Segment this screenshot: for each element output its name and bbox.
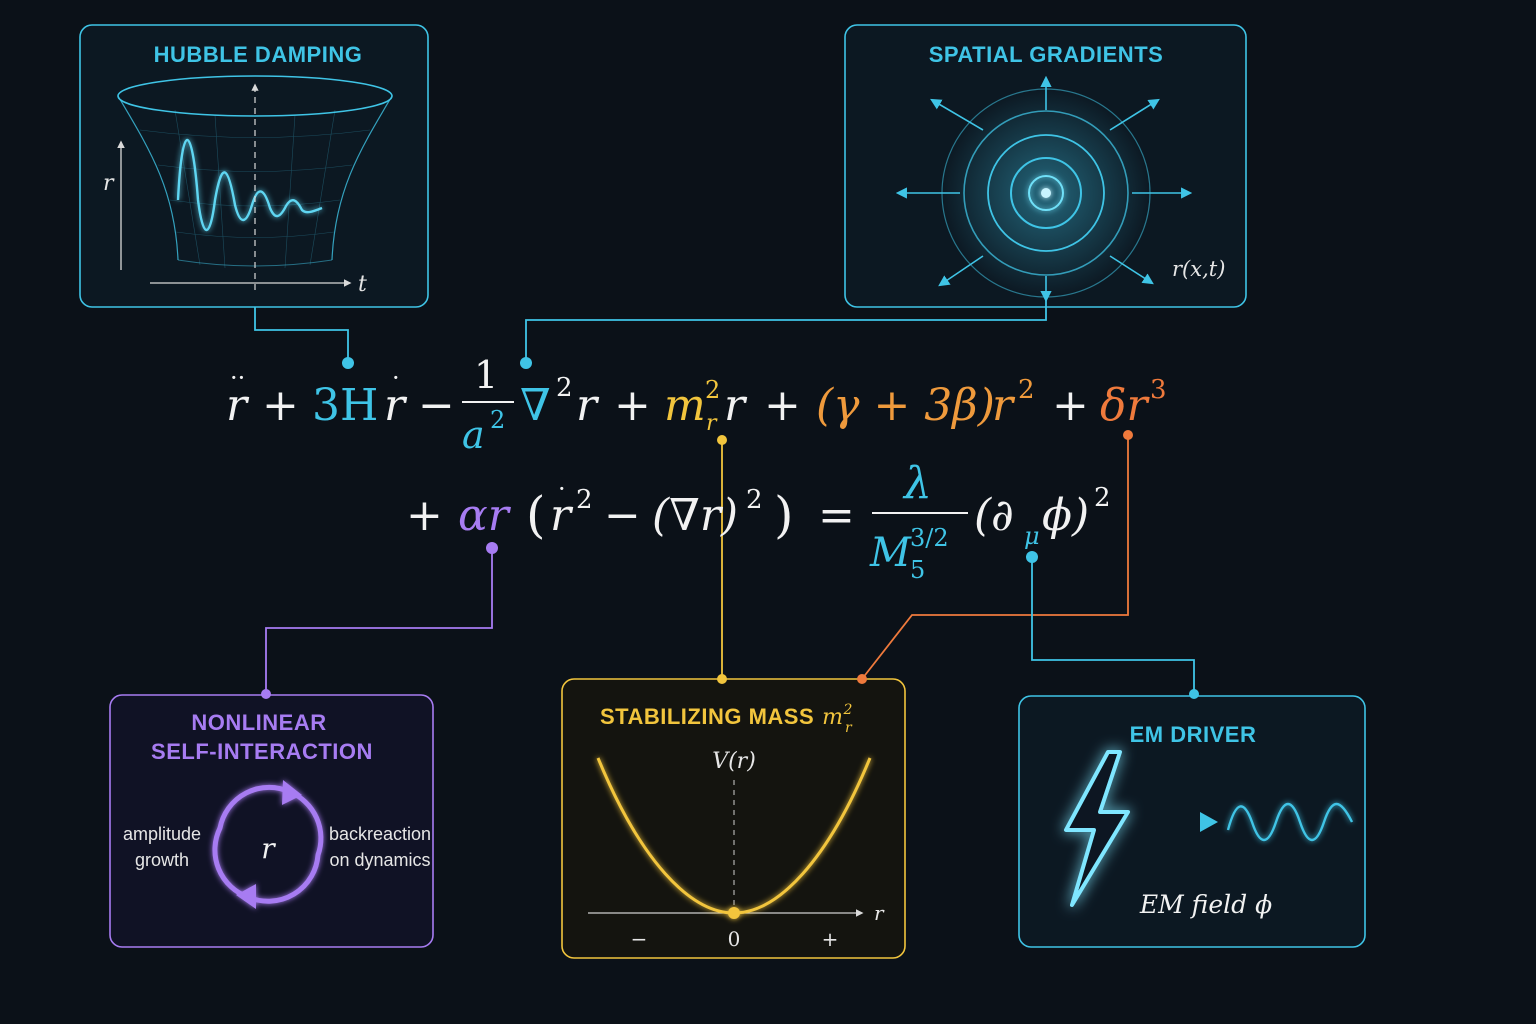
connector-delta [861,435,1129,680]
eq-rddot-dots: ·· [230,364,245,392]
equation-line-2: + αr ( r · 2 − (∇r) 2 ) = λ M 3/2 5 (∂ μ… [406,458,1111,584]
mass-tick-plus: + [822,927,839,951]
eq-rdot: r [384,380,408,431]
spatial-gradients-panel: SPATIAL GRADIENTS r(x,t) [844,24,1247,308]
mass-panel-frame [561,678,906,959]
eq2-M-sub: 5 [910,556,925,584]
eq2-rdot-exp: 2 [576,485,593,515]
eq2-source-phi: ϕ) [1042,490,1089,541]
eq2-equals: = [818,490,855,541]
equation-line-1: r ·· + 3H r · − 1 a 2 ∇ 2 r + m 2 r r + … [226,353,1167,457]
eq2-grad-exp: 2 [746,485,763,515]
eq2-M: M [869,530,912,576]
hubble-axis-r: r [103,171,115,196]
eq2-close-paren: ) [774,486,794,544]
eq-gamma-beta: (γ + 3β) [816,380,995,431]
eq-rdot-dot: · [392,364,400,392]
em-wave-icon [1226,802,1354,842]
hubble-panel-frame [79,24,429,308]
mass-tick-minus: − [631,927,648,951]
mass-tick-zero: 0 [728,927,741,951]
connector-hubble [254,307,349,363]
connector-spatial [525,300,1047,363]
em-arrow [1147,812,1218,832]
eq-hubble-term: 3H [312,380,378,431]
eq2-minus: − [604,490,641,541]
hubble-damping-panel: HUBBLE DAMPING r t [79,24,429,308]
eq-plus-4: + [1052,380,1089,431]
hubble-panel-title: HUBBLE DAMPING [154,42,363,67]
mass-title-text: STABILIZING MASS [600,704,814,729]
mass-panel-title: STABILIZING MASS m2 r [600,702,853,736]
eq-delta: δr [1100,380,1150,431]
hubble-axis-t: t [358,272,367,297]
cycle-arrows-icon [212,780,324,909]
connector-em [1031,557,1195,694]
nonlinear-left-line2: growth [135,850,189,870]
eq2-M-sup: 3/2 [910,524,949,552]
em-panel-title: EM DRIVER [1130,722,1257,747]
eq-gb-r: r [992,380,1016,431]
parabola-potential-icon [588,757,872,919]
eq-mass: m [664,380,706,431]
connectors [254,300,1195,694]
connector-dots [261,357,1199,699]
mass-axis-r: r [874,901,885,925]
funnel-oscillation-icon [117,75,393,290]
eq-frac-num: 1 [474,353,498,397]
nonlinear-right-line1: backreaction [329,824,431,844]
eq2-source: (∂ [974,490,1014,541]
em-field-label: EM field ϕ [1139,890,1272,919]
nonlinear-title-line2: SELF-INTERACTION [151,739,373,764]
eq-frac-den-exp: 2 [490,406,505,434]
eq2-plus: + [406,490,443,541]
mass-title-sub: r [845,720,853,736]
eq2-alpha: αr [458,490,512,541]
spatial-field-label: r(x,t) [1172,257,1225,281]
eq2-lambda: λ [902,458,932,509]
nonlinear-right-line2: on dynamics [329,850,430,870]
nonlinear-panel: NONLINEAR SELF-INTERACTION r amplitude g… [109,694,434,948]
eq-mass-r: r [724,380,748,431]
eq-plus-1: + [262,380,299,431]
nonlinear-panel-frame [109,694,434,948]
concentric-rings-icon [895,75,1193,303]
eq2-grad: (∇r) [652,490,738,541]
eq-rddot: r [226,380,250,431]
eq-minus-1: − [418,380,455,431]
eq-nabla: ∇ [520,380,551,431]
mass-potential-label: V(r) [712,749,756,774]
spatial-panel-title: SPATIAL GRADIENTS [929,42,1164,67]
mass-title-exp: 2 [843,702,853,718]
eq-mass-exp: 2 [705,376,720,404]
eq-nabla-r: r [576,380,600,431]
eq2-open-paren: ( [526,486,546,544]
eq2-rdot-dot: · [558,475,566,503]
eq2-rdot: r [550,490,574,541]
eq2-source-sub: μ [1024,522,1040,550]
em-driver-panel: EM DRIVER EM field ϕ [1018,695,1366,948]
nonlinear-center-r: r [261,832,276,865]
stabilizing-mass-panel: STABILIZING MASS m2 r V(r) r − 0 + [561,678,906,959]
eq2-source-exp: 2 [1094,483,1111,513]
nonlinear-title-line1: NONLINEAR [191,710,326,735]
nonlinear-left-line1: amplitude [123,824,201,844]
eq-nabla-exp: 2 [556,373,573,403]
eq-delta-exp: 3 [1150,375,1167,405]
eq-mass-sub: r [706,411,718,436]
mass-title-m: m [822,705,843,730]
eq-gb-exp: 2 [1018,375,1035,405]
eq-frac-den: a [462,413,485,457]
connector-alpha [265,548,493,694]
eq-plus-3: + [764,380,801,431]
eq-plus-2: + [614,380,651,431]
lightning-bolt-icon [1064,750,1130,907]
